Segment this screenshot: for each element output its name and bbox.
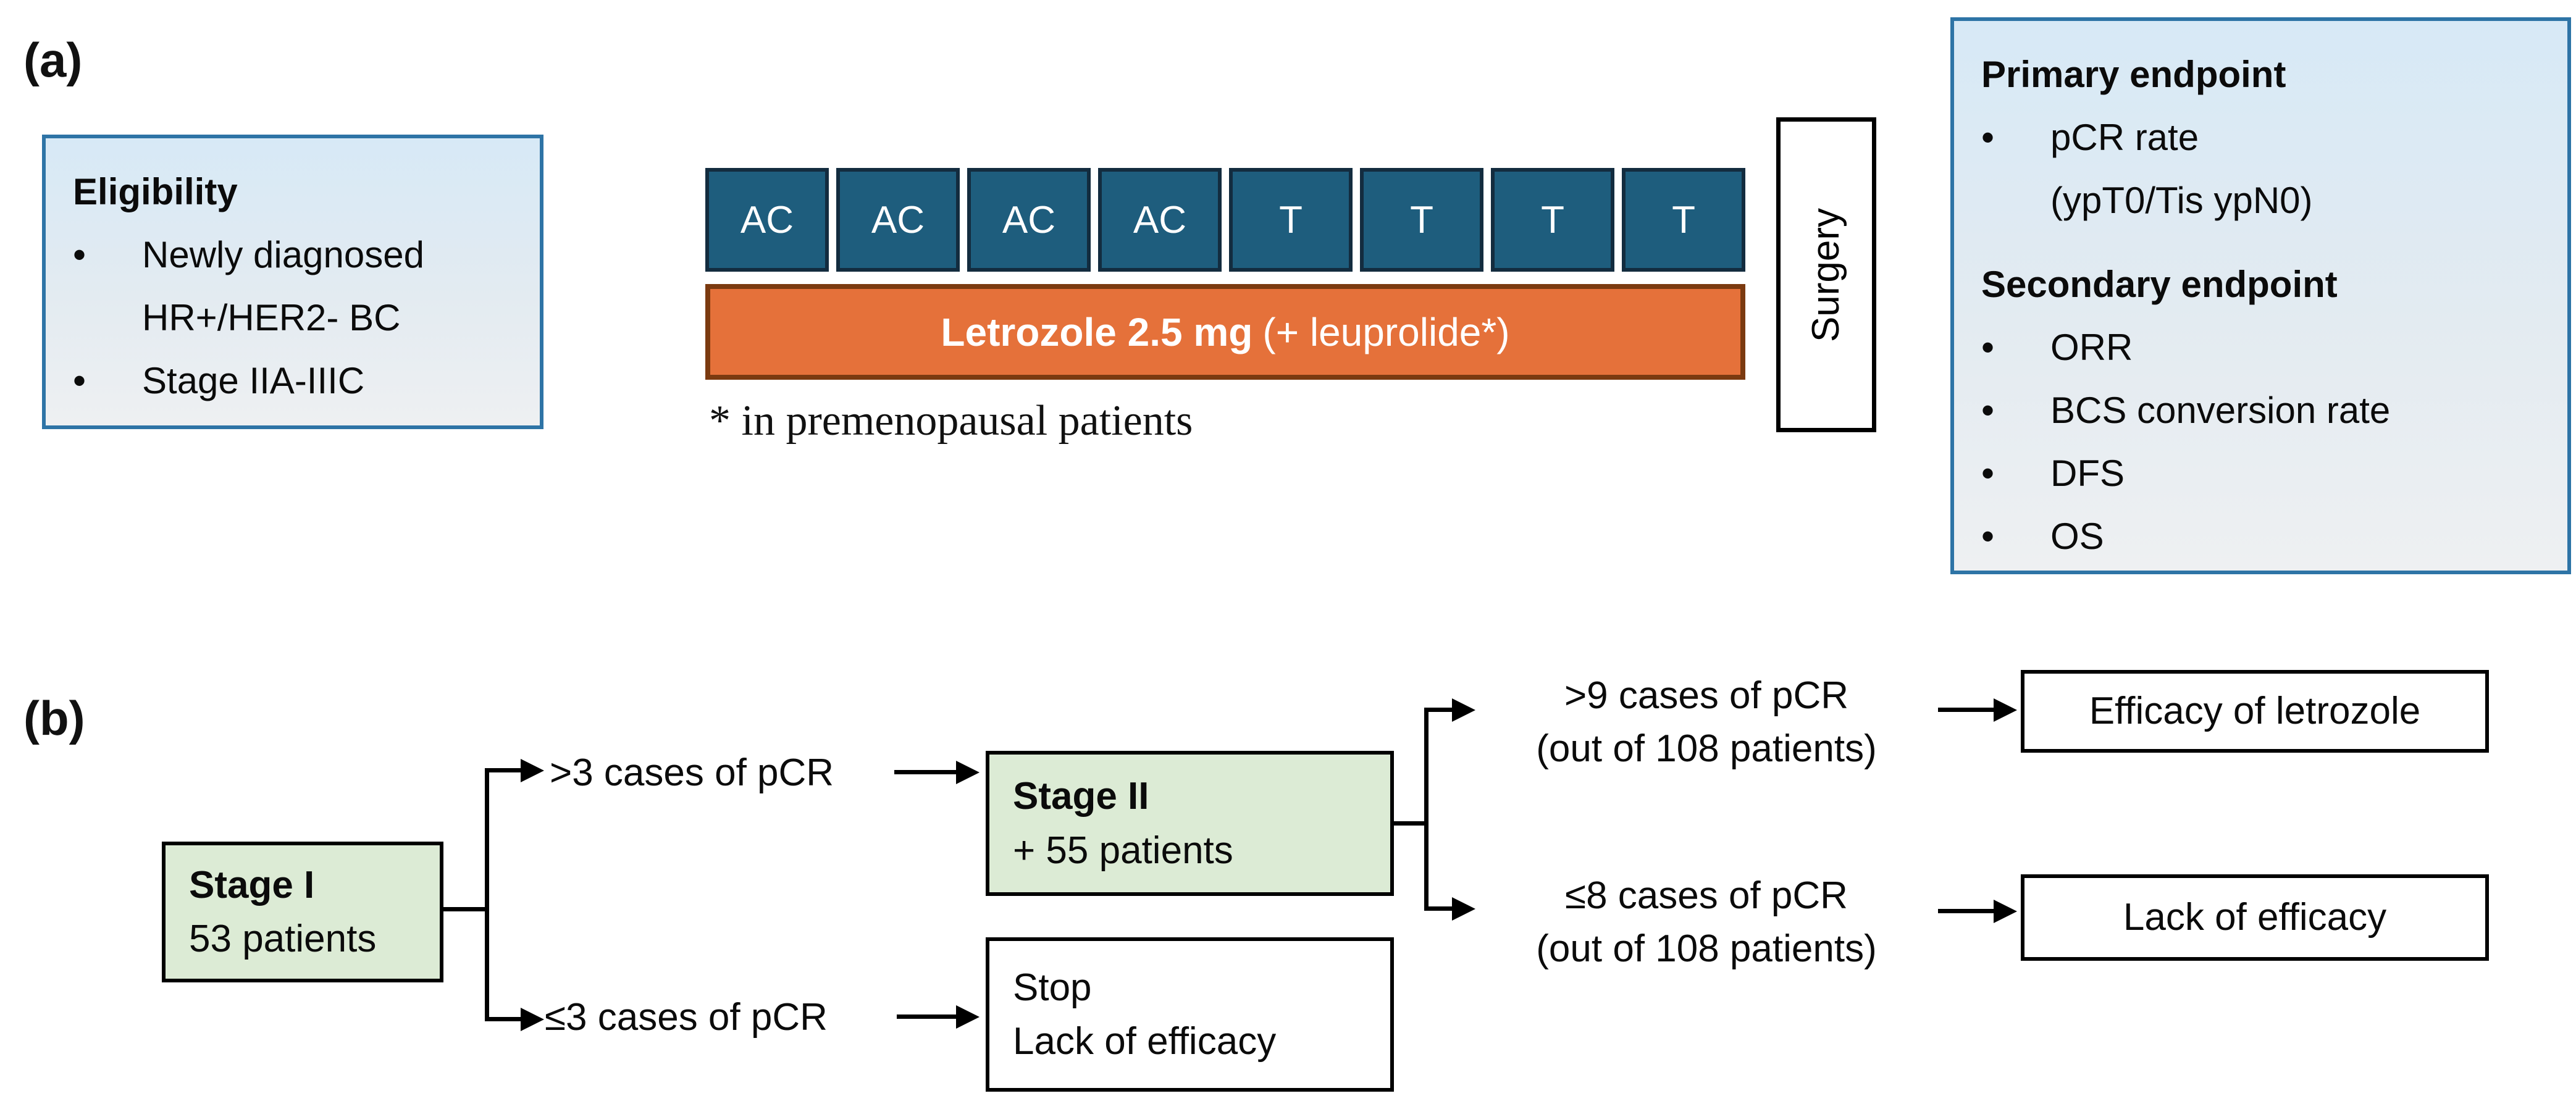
secondary-endpoint-item: • ORR <box>1981 316 2550 379</box>
arrow-line-to-stop <box>897 1014 956 1019</box>
stage2-box: Stage II + 55 patients <box>986 751 1394 896</box>
efficacy-outcome-label: Efficacy of letrozole <box>2089 690 2421 733</box>
arrow-line-to-stage2 <box>894 770 956 774</box>
stage2-title: Stage II <box>1013 775 1149 818</box>
panel-b-label: (b) <box>23 691 85 745</box>
eligibility-box: Eligibility • Newly diagnosed HR+/HER2- … <box>42 135 543 429</box>
arrow-line-to-lack <box>1938 909 1994 913</box>
branch1-lower-label: ≤3 cases of pCR <box>545 996 828 1039</box>
branch2-upper-label: >9 cases of pCR (out of 108 patients) <box>1536 674 1877 770</box>
chemo-block-row: AC AC AC AC T T T T <box>705 168 1745 272</box>
branch1-upper-label: >3 cases of pCR <box>550 751 834 794</box>
stop-box: Stop Lack of efficacy <box>986 937 1394 1092</box>
letrozole-label-bold: Letrozole 2.5 mg <box>941 309 1253 354</box>
stage2-upper-arrow-icon <box>1452 698 1475 722</box>
chemo-block-t-2: T <box>1360 168 1483 272</box>
secondary-endpoint-item: • BCS conversion rate <box>1981 379 2550 442</box>
bullet-icon: • <box>1981 327 1995 368</box>
arrow-to-stage2-icon <box>956 761 980 784</box>
stage1-box: Stage I 53 patients <box>162 842 443 982</box>
eligibility-item: • Newly diagnosed HR+/HER2- BC <box>73 224 522 349</box>
chemo-block-t-3: T <box>1491 168 1614 272</box>
premenopausal-footnote: * in premenopausal patients <box>709 397 1193 445</box>
surgery-box: Surgery <box>1776 117 1876 432</box>
stage2-subtitle: + 55 patients <box>1013 829 1233 872</box>
bullet-icon: • <box>1981 516 1995 557</box>
letrozole-label-regular: (+ leuprolide*) <box>1262 309 1510 354</box>
stage1-subtitle: 53 patients <box>189 918 377 960</box>
stage1-branch-vertical-line <box>485 771 489 1021</box>
branch2-lower-label: ≤8 cases of pCR (out of 108 patients) <box>1536 874 1877 970</box>
chemo-block-t-4: T <box>1622 168 1745 272</box>
primary-endpoint-title: Primary endpoint <box>1981 54 2286 95</box>
arrow-to-efficacy-icon <box>1994 698 2017 722</box>
stage1-branch-stub-line <box>440 907 488 911</box>
secondary-endpoint-item: • OS <box>1981 505 2550 568</box>
arrow-line-to-efficacy <box>1938 708 1994 712</box>
endpoints-box: Primary endpoint • pCR rate (ypT0/Tis yp… <box>1950 17 2571 574</box>
stage1-lower-arrow-icon <box>521 1008 544 1031</box>
secondary-endpoint-title: Secondary endpoint <box>1981 264 2338 305</box>
bullet-icon: • <box>1981 117 1995 158</box>
letrozole-bar: Letrozole 2.5 mg (+ leuprolide*) <box>705 284 1745 380</box>
stage1-title: Stage I <box>189 863 315 906</box>
lack-outcome-box: Lack of efficacy <box>2021 874 2489 961</box>
chemo-block-ac-2: AC <box>836 168 960 272</box>
eligibility-item: • Stage IIA-IIIC <box>73 349 522 412</box>
chemo-block-ac-3: AC <box>967 168 1091 272</box>
bullet-icon: • <box>73 360 86 401</box>
stage2-lower-branch-line <box>1424 906 1452 911</box>
eligibility-title: Eligibility <box>73 171 238 212</box>
lack-outcome-label: Lack of efficacy <box>2123 896 2387 939</box>
bullet-icon: • <box>1981 390 1995 431</box>
efficacy-outcome-box: Efficacy of letrozole <box>2021 670 2489 753</box>
chemo-block-ac-4: AC <box>1098 168 1222 272</box>
stage2-lower-arrow-icon <box>1452 897 1475 921</box>
stage2-upper-branch-line <box>1424 708 1452 712</box>
bullet-icon: • <box>73 234 86 275</box>
chemo-block-ac-1: AC <box>705 168 829 272</box>
stage1-lower-branch-line <box>485 1017 522 1021</box>
stop-line1: Stop <box>1013 966 1092 1009</box>
secondary-endpoint-item: • DFS <box>1981 442 2550 505</box>
chemo-block-t-1: T <box>1229 168 1353 272</box>
arrow-to-lack-icon <box>1994 900 2017 923</box>
stage2-branch-vertical-line <box>1424 709 1429 911</box>
panel-a-label: (a) <box>23 33 83 87</box>
stop-line2: Lack of efficacy <box>1013 1020 1277 1063</box>
bullet-icon: • <box>1981 453 1995 494</box>
stage1-upper-arrow-icon <box>521 759 544 782</box>
surgery-label: Surgery <box>1805 207 1848 342</box>
arrow-to-stop-icon <box>956 1005 980 1029</box>
stage2-branch-stub-line <box>1390 821 1429 826</box>
primary-endpoint-item: • pCR rate (ypT0/Tis ypN0) <box>1981 106 2550 232</box>
stage1-upper-branch-line <box>485 768 522 772</box>
